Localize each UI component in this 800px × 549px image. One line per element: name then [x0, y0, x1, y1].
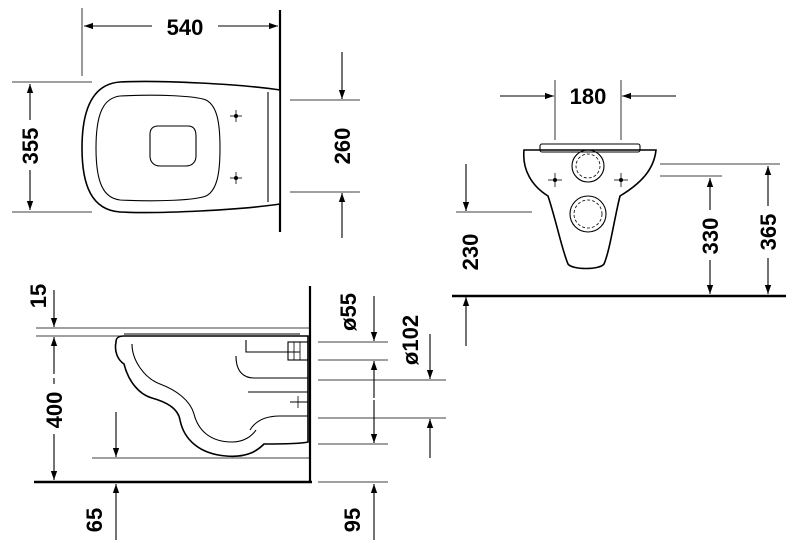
front-view-fixing-circles: [548, 149, 628, 233]
top-view-fixing-points: [230, 110, 242, 184]
front-view: 180 230 330 365: [452, 80, 786, 346]
dim-front-230: 230: [458, 234, 483, 271]
top-view-seat: [95, 94, 221, 202]
dim-side-d102: ø102: [398, 315, 423, 365]
dim-side-95: 95: [340, 508, 365, 532]
dim-front-365: 365: [756, 214, 781, 251]
side-view: 15 400 65 ø55 ø102 95: [26, 284, 446, 540]
dim-side-65: 65: [82, 508, 107, 532]
top-view: 540 355 260: [12, 8, 360, 238]
dim-top-width: 540: [167, 15, 204, 40]
dim-side-400: 400: [42, 392, 67, 429]
dim-side-d55: ø55: [336, 293, 361, 331]
top-view-bowl: [81, 80, 281, 214]
top-view-opening: [149, 125, 197, 167]
front-view-bowl: [523, 149, 657, 270]
dim-front-330: 330: [698, 218, 723, 255]
side-view-inlet: [287, 341, 309, 361]
dim-side-15: 15: [26, 284, 51, 308]
side-view-bowl: [114, 335, 309, 458]
dim-top-depth: 355: [18, 128, 43, 165]
dim-top-fixing: 260: [330, 128, 355, 165]
dim-front-width: 180: [570, 84, 607, 109]
